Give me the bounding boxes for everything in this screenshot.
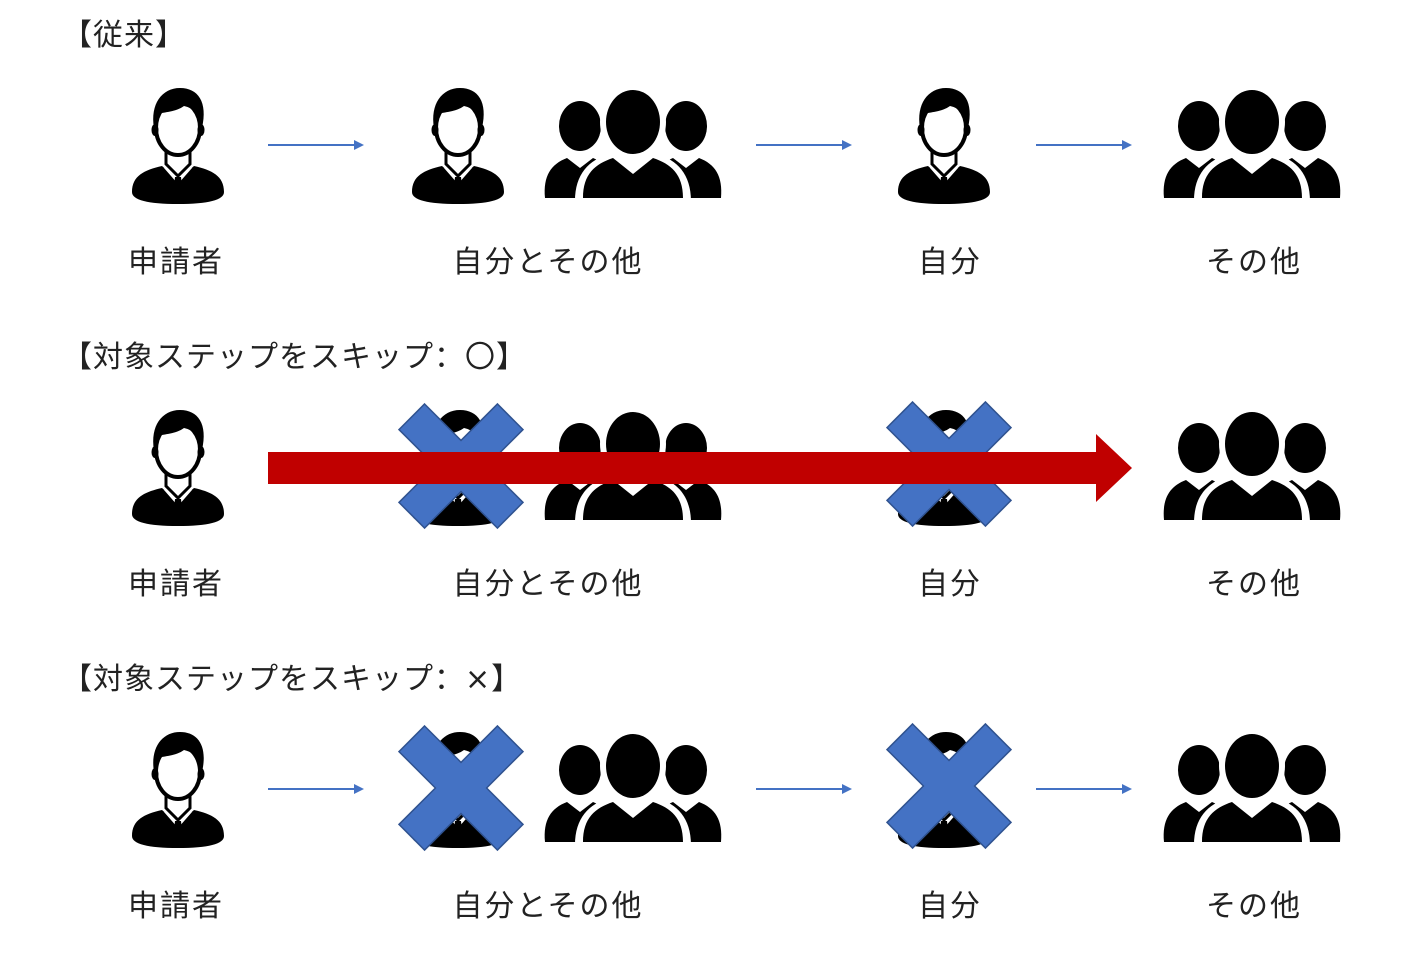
node-label-self-and-others: 自分とその他: [452, 889, 644, 924]
arrow-icon: [268, 784, 364, 794]
group-icon: [544, 86, 722, 201]
group-icon: [1163, 86, 1341, 201]
section-title: 【対象ステップをスキップ：〇】: [62, 340, 527, 375]
node-label-applicant: 申請者: [128, 567, 224, 602]
group-icon: [1163, 730, 1341, 845]
arrow-icon: [756, 784, 852, 794]
flow-diagram: [130, 401, 1341, 529]
section-skip-no: 【対象ステップをスキップ：×】 申請者 自分とその他 自分 その他: [0, 644, 1416, 964]
group-icon: [544, 730, 722, 845]
flow-diagram: [130, 86, 1341, 204]
arrow-icon: [1036, 140, 1132, 150]
node-label-self-and-others: 自分とその他: [452, 245, 644, 280]
node-label-applicant: 申請者: [128, 889, 224, 924]
node-label-others: その他: [1206, 567, 1302, 602]
node-label-others: その他: [1206, 889, 1302, 924]
node-label-self: 自分: [918, 889, 982, 924]
skip-arrow-icon: [268, 434, 1132, 502]
section-conventional: 【従来】 申請者 自分とその他 自分 その他: [0, 0, 1416, 320]
group-icon: [1163, 408, 1341, 523]
person-icon: [130, 730, 226, 848]
person-icon: [410, 86, 506, 204]
node-label-self: 自分: [918, 245, 982, 280]
person-icon: [130, 86, 226, 204]
section-title: 【従来】: [62, 18, 186, 53]
node-label-self: 自分: [918, 567, 982, 602]
person-icon: [130, 408, 226, 526]
arrow-icon: [1036, 784, 1132, 794]
arrow-icon: [268, 140, 364, 150]
section-title: 【対象ステップをスキップ：×】: [62, 662, 523, 697]
person-icon: [896, 86, 992, 204]
section-skip-yes: 【対象ステップをスキップ：〇】 申請者 自分とその他 自分 その他: [0, 322, 1416, 642]
flow-diagram: [130, 723, 1341, 851]
arrow-icon: [756, 140, 852, 150]
node-label-others: その他: [1206, 245, 1302, 280]
node-label-applicant: 申請者: [128, 245, 224, 280]
node-label-self-and-others: 自分とその他: [452, 567, 644, 602]
